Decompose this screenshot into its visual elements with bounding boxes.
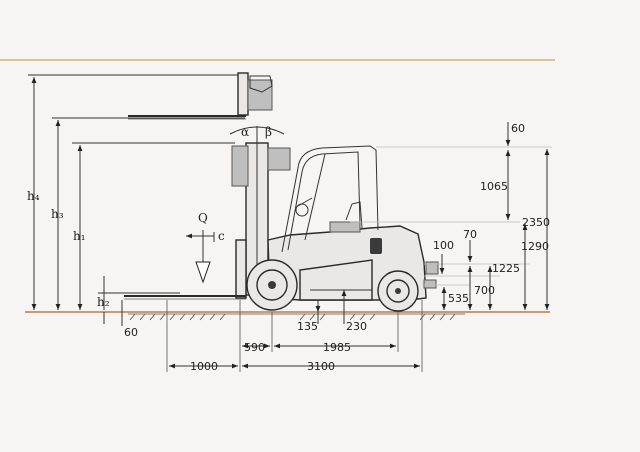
dim-230: 230 <box>346 320 367 333</box>
beta-label: β <box>265 125 272 139</box>
h4-label: h₄ <box>27 189 40 203</box>
forks <box>124 295 246 300</box>
dim-1290: 1290 <box>521 240 549 253</box>
dim-3100: 3100 <box>307 360 335 373</box>
dim-700: 700 <box>474 284 495 297</box>
dim-1065: 1065 <box>480 180 508 193</box>
tow-coupling <box>425 261 439 275</box>
mast <box>231 142 291 299</box>
h1-label: h₁ <box>73 229 86 243</box>
h3-label: h₃ <box>51 207 64 221</box>
operator-cab <box>281 145 379 253</box>
alpha-label: α <box>241 125 249 139</box>
c-label: c <box>218 229 225 243</box>
dim-60-top: 60 <box>511 122 525 135</box>
dim-535: 535 <box>448 292 469 305</box>
q-label: Q <box>198 211 208 225</box>
dim-1985: 1985 <box>323 341 351 354</box>
dim-1000: 1000 <box>190 360 218 373</box>
dim-1225: 1225 <box>492 262 520 275</box>
dim-590: 590 <box>244 341 265 354</box>
load-arrow-head <box>195 261 211 284</box>
rear-wheel <box>377 270 419 312</box>
dim-100: 100 <box>433 239 454 252</box>
h2-label: h₂ <box>97 295 110 309</box>
ground-hatching <box>129 313 456 321</box>
dim-135: 135 <box>297 320 318 333</box>
dim-70: 70 <box>463 228 477 241</box>
raised-fork-carriage <box>128 72 273 120</box>
dim-60-bottom: 60 <box>124 326 138 339</box>
front-wheel <box>246 259 298 311</box>
dim-2350: 2350 <box>522 216 550 229</box>
